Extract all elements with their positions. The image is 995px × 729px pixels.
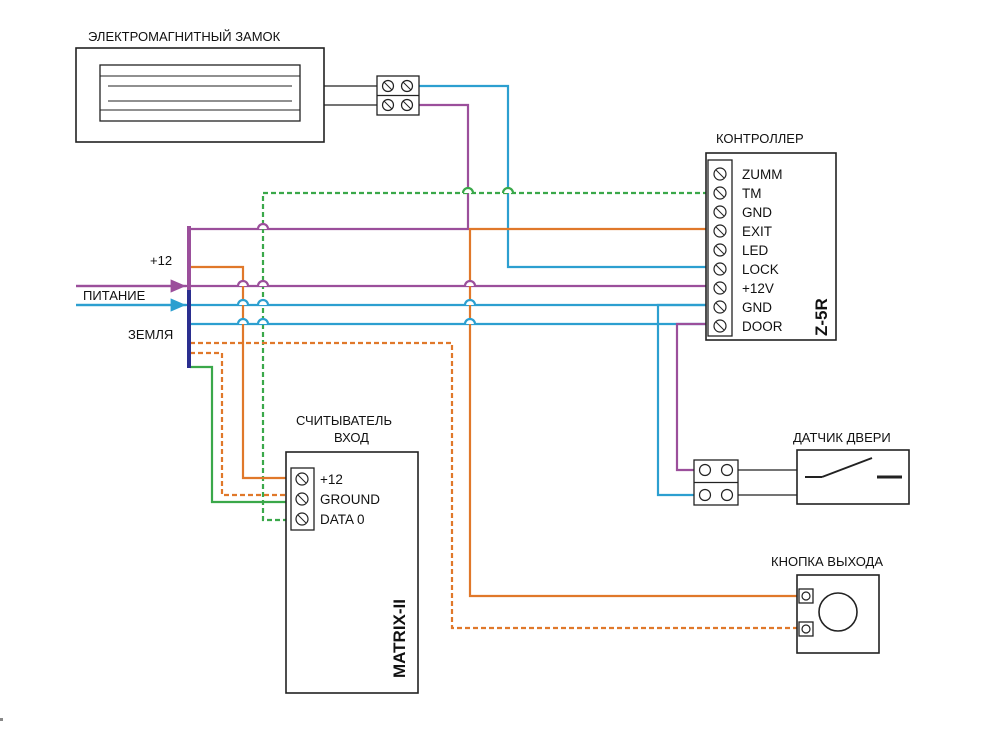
controller-model: Z-5R [812,298,831,336]
controller-pin-labels: ZUMM TM GND EXIT LED LOCK +12V GND DOOR [742,167,783,334]
reader-pin-slot [297,494,307,504]
controller-pin-slot [715,226,725,236]
controller-pin-label: EXIT [742,224,772,239]
controller-pin-label: GND [742,205,772,220]
lock-terminal-block [376,75,420,116]
controller-pin-label: GND [742,300,772,315]
lock-plate-outer [99,64,301,122]
supply-label: ПИТАНИЕ [83,288,146,303]
door-sensor-label: ДАТЧИК ДВЕРИ [793,430,891,445]
reader-pin-slot [297,514,307,524]
reader-model: MATRIX-II [390,599,409,678]
controller-pin-slot [715,264,725,274]
crossing-bumps [236,186,515,325]
controller-pin-label: LED [742,243,769,258]
wire-exit-ground-dashed [190,341,797,630]
reader-pin-label: +12 [320,472,343,487]
wire-lock-blue [418,84,706,269]
controller-pin-label: TM [742,186,762,201]
electromagnetic-lock: ЭЛЕКТРОМАГНИТНЫЙ ЗАМОК [75,29,325,143]
reader-label-line2: ВХОД [334,430,369,445]
exit-button-label: КНОПКА ВЫХОДА [771,554,883,569]
exit-button-circle-icon [818,592,858,632]
wire-door-sensor-gnd [656,303,706,497]
wires [76,84,797,630]
wire-reader-ground-dashed [190,351,296,497]
wire-reader-ground-green [190,365,296,504]
wire-reader-plus12 [190,265,296,480]
controller-pin-slot [715,283,725,293]
controller-pin-slot [715,188,725,198]
controller-pin-slot [715,302,725,312]
reader-pin-label: DATA 0 [320,512,365,527]
controller-pin-slot [715,245,725,255]
power-labels: +12 ПИТАНИЕ ЗЕМЛЯ [83,253,173,342]
exit-button: КНОПКА ВЫХОДА [771,554,883,654]
controller-pin-slot [715,321,725,331]
door-sensor: ДАТЧИК ДВЕРИ [693,430,910,506]
plus12-label: +12 [150,253,172,268]
wire-data0-green-dashed [261,191,706,522]
controller-pin-slot [715,169,725,179]
wire-lock-purple [190,103,470,231]
controller-label: КОНТРОЛЛЕР [716,131,804,146]
reader-pin-slot [297,474,307,484]
lock-body [75,47,325,143]
reader-pin-label: GROUND [320,492,380,507]
reader-label-line1: СЧИТЫВАТЕЛЬ [296,413,392,428]
controller-pin-slot [715,207,725,217]
reader-pins [295,472,309,526]
controller-pin-label: LOCK [742,262,779,277]
wire-exit-button [468,227,797,598]
wire-door-sensor [675,322,706,472]
controller-pin-label: DOOR [742,319,783,334]
controller-pin-label: ZUMM [742,167,783,182]
ground-label: ЗЕМЛЯ [128,327,173,342]
lock-label: ЭЛЕКТРОМАГНИТНЫЙ ЗАМОК [88,29,281,44]
controller-pins [713,167,727,333]
controller-pin-label: +12V [742,281,774,296]
controller: КОНТРОЛЛЕР ZUMM TM GND EXIT LED LOCK +12V GND DO… [705,131,837,341]
switch-icon [805,457,902,479]
